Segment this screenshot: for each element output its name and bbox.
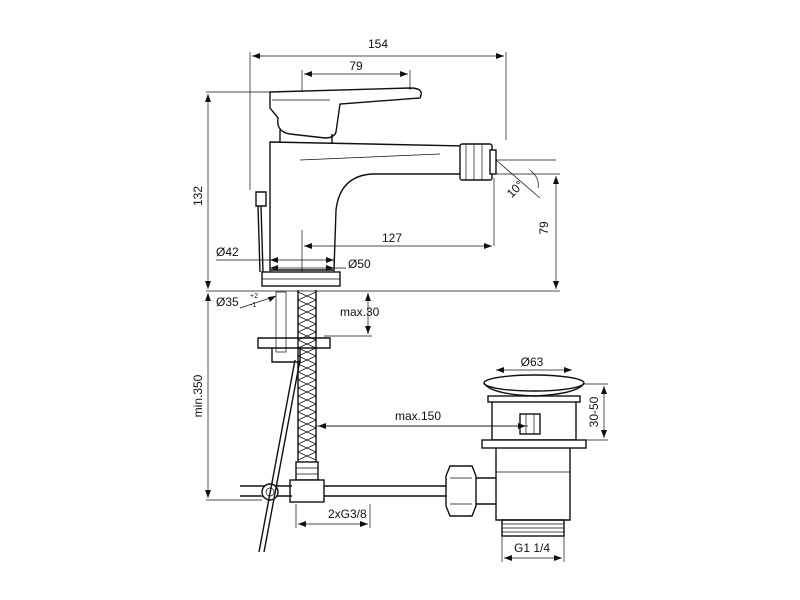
dim-hole-tol-upper: +2 <box>250 293 258 300</box>
dim-waste-thread: G1 1/4 <box>514 541 550 555</box>
dim-connection: 2xG3/8 <box>328 507 367 521</box>
dimension-lines <box>206 52 608 562</box>
dim-spray-angle: 10° <box>504 178 527 201</box>
mixer-body <box>255 87 497 287</box>
dim-spout-reach: 127 <box>382 231 402 245</box>
dimension-arrows <box>205 53 607 561</box>
dim-overall-width: 154 <box>368 37 388 51</box>
dim-spout-height: 79 <box>537 221 551 235</box>
dimension-labels: 154 79 132 79 10° 127 Ø42 Ø50 Ø35 +2 -1 … <box>191 37 601 555</box>
dim-waste-height: 30-50 <box>587 396 601 427</box>
braided-hose <box>297 290 317 462</box>
dim-waste-diameter: Ø63 <box>521 355 544 369</box>
dim-hole-diameter: Ø35 <box>216 295 239 309</box>
pop-up-waste <box>481 374 587 537</box>
dim-counter-thickness: max.30 <box>340 305 380 319</box>
dim-hole-tol-lower: -1 <box>250 302 256 309</box>
dim-total-height: 132 <box>191 186 205 206</box>
dim-body-diameter: Ø50 <box>348 257 371 271</box>
under-counter-assembly <box>240 290 496 553</box>
dim-base-diameter: Ø42 <box>216 245 239 259</box>
dim-waste-offset: max.150 <box>395 409 441 423</box>
dim-lever-length: 79 <box>349 59 363 73</box>
dim-hose-length: min.350 <box>191 374 205 417</box>
